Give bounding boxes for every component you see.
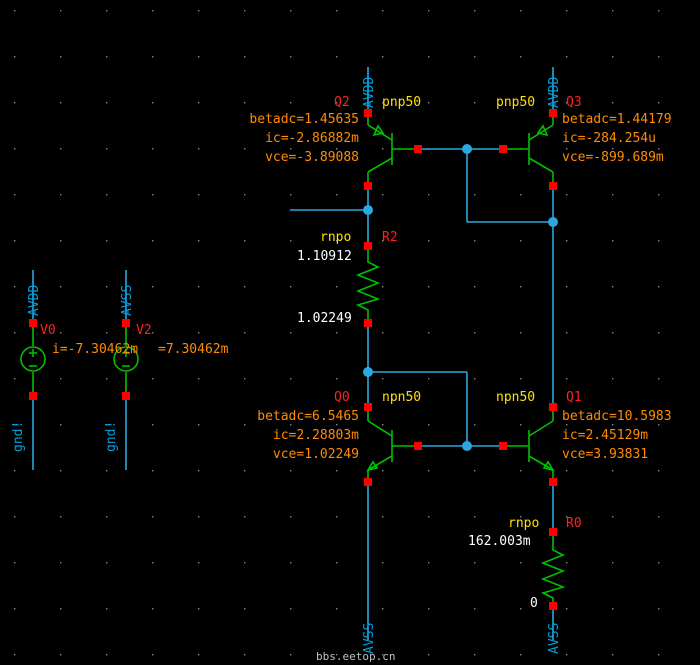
r0-cell-label: rnpo (508, 516, 539, 531)
q0-annotations: Q0 npn50 betadc=6.5465 ic=2.28803m vce=1… (257, 390, 421, 462)
transistor-q1-symbol[interactable] (503, 407, 555, 482)
q3-betadc: betadc=1.44179 (562, 112, 672, 127)
q0-vce: vce=1.02249 (273, 447, 359, 462)
junction-q2-collector (363, 205, 373, 215)
junction-q0-collector (363, 367, 373, 377)
r2-instance-label: R2 (382, 230, 398, 245)
junction-dots (363, 144, 558, 451)
q2-vce: vce=-3.89088 (265, 150, 359, 165)
q2-betadc: betadc=1.45635 (249, 112, 359, 127)
watermark: bbs.eetop.cn (316, 650, 395, 663)
q0-ic: ic=2.28803m (273, 428, 359, 443)
q1-vce: vce=3.93831 (562, 447, 648, 462)
net-label-gnd-v0: gnd! (11, 421, 26, 452)
q2-ic: ic=-2.86882m (265, 131, 359, 146)
r2-cell-label: rnpo (320, 230, 351, 245)
voltage-source-v2-symbol[interactable] (113, 323, 139, 396)
net-label-avss-v2: AVSS (120, 285, 135, 316)
r0-instance-label: R0 (566, 516, 582, 531)
q3-annotations: pnp50 Q3 betadc=1.44179 ic=-284.254u vce… (496, 95, 672, 165)
net-label-gnd-v2: gnd! (104, 421, 119, 452)
resistor-r2-symbol[interactable] (355, 246, 381, 323)
v2-instance-label: V2 (136, 323, 152, 338)
v0-current: i=-7.30462m (52, 342, 138, 357)
net-label-avdd-v0: AVDD (27, 285, 42, 316)
net-label-avss-r0: AVSS (547, 623, 562, 654)
r2-top-voltage: 1.10912 (297, 249, 352, 264)
q1-instance-label: Q1 (566, 390, 582, 405)
r2-annotations: rnpo R2 1.10912 1.02249 (297, 230, 398, 326)
q3-ic: ic=-284.254u (562, 131, 656, 146)
q2-instance-label: Q2 (334, 95, 350, 110)
q3-cell-label: pnp50 (496, 95, 535, 110)
schematic-grid (14, 10, 660, 656)
q0-instance-label: Q0 (334, 390, 350, 405)
q3-instance-label: Q3 (566, 95, 582, 110)
transistor-q2-symbol[interactable] (367, 113, 418, 186)
pin-markers (29, 109, 557, 610)
net-label-avdd-q2: AVDD (362, 77, 377, 108)
transistor-q0-symbol[interactable] (366, 407, 418, 482)
q0-cell-label: npn50 (382, 390, 421, 405)
r2-bottom-voltage: 1.02249 (297, 311, 352, 326)
q3-vce: vce=-899.689m (562, 150, 664, 165)
junction-q3-collector (548, 217, 558, 227)
v2-current: =7.30462m (158, 342, 229, 357)
q2-annotations: Q2 pnp50 betadc=1.45635 ic=-2.86882m vce… (249, 95, 421, 165)
r0-annotations: rnpo R0 162.003m 0 (468, 516, 582, 611)
net-label-avdd-q3: AVDD (547, 77, 562, 108)
net-label-avss-q0: AVSS (362, 623, 377, 654)
q1-betadc: betadc=10.5983 (562, 409, 672, 424)
source-annotations: V0 i=-7.30462m V2 =7.30462m (40, 323, 229, 357)
v0-instance-label: V0 (40, 323, 56, 338)
net-labels: AVDD AVDD AVDD AVSS gnd! gnd! AVSS AVSS (11, 77, 562, 654)
q1-annotations: npn50 Q1 betadc=10.5983 ic=2.45129m vce=… (496, 390, 672, 462)
q1-cell-label: npn50 (496, 390, 535, 405)
junction-pnp-base (462, 144, 472, 154)
resistor-r0-symbol[interactable] (540, 532, 566, 606)
junction-npn-base (462, 441, 472, 451)
q0-betadc: betadc=6.5465 (257, 409, 359, 424)
transistor-q3-symbol[interactable] (503, 113, 554, 186)
r0-top-voltage: 162.003m (468, 534, 531, 549)
r0-bottom-voltage: 0 (530, 596, 538, 611)
q2-cell-label: pnp50 (382, 95, 421, 110)
q1-ic: ic=2.45129m (562, 428, 648, 443)
